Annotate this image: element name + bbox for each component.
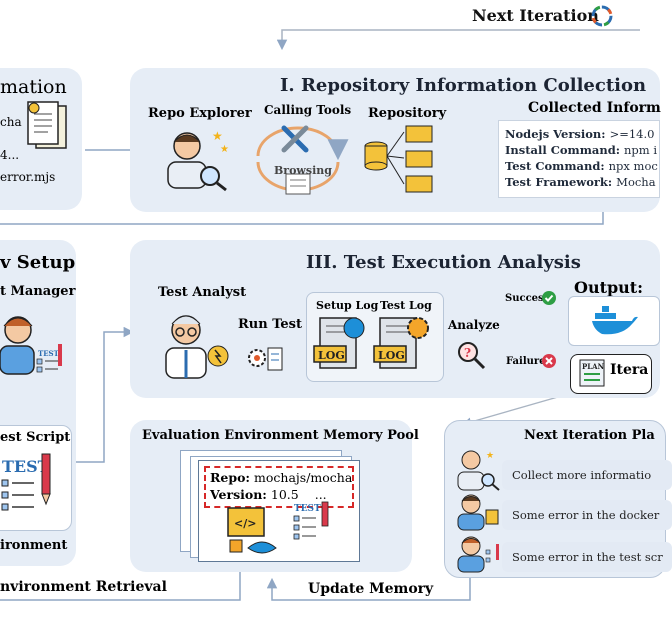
plan-badge: PLAN xyxy=(582,362,605,371)
update-memory-arrow xyxy=(266,577,471,601)
memory-test-icon: TEST xyxy=(293,501,329,540)
success-label: Success xyxy=(505,293,550,304)
repo-explorer-avatar-icon: ★ ★ xyxy=(167,129,229,192)
test-log-icon: LOG xyxy=(373,317,429,369)
field-test-framework: Test Framework: Mocha xyxy=(505,175,656,189)
memory-repo-line: Repo: mochajs/mocha xyxy=(210,470,353,485)
browsing-label: Browsing xyxy=(274,164,332,177)
memory-entry-highlight xyxy=(204,466,354,508)
next-iteration-loop-arrow xyxy=(276,29,640,51)
manager-test-badge: TEST xyxy=(38,349,60,358)
svg-text:★: ★ xyxy=(220,144,229,155)
svg-text:★: ★ xyxy=(486,451,494,461)
iteration-label: Itera xyxy=(610,362,649,378)
env-manager-avatar-icon: TEST xyxy=(0,316,62,375)
info-line-1: cha xyxy=(0,115,22,129)
svg-text:?: ? xyxy=(464,346,471,360)
analyze-magnifier-icon: ? xyxy=(458,342,486,370)
plan-item-2: Some error in the docker xyxy=(502,500,672,530)
memory-pool-title: Evaluation Environment Memory Pool xyxy=(142,428,419,443)
info-line-3: error.mjs xyxy=(0,170,56,184)
environment-retrieval-label: nvironment Retrieval xyxy=(0,579,167,595)
cycle-icon xyxy=(591,5,613,27)
plan-manager-avatar-icon xyxy=(457,494,499,531)
next-iteration-label: Next Iteration xyxy=(472,6,599,25)
failure-label: Failure xyxy=(506,356,546,367)
update-memory-label: Update Memory xyxy=(308,581,434,597)
docker-whale-icon xyxy=(592,306,638,335)
test-analysis-title: III. Test Execution Analysis xyxy=(306,252,581,273)
script-test-badge: TEST xyxy=(2,457,50,476)
run-test-label: Run Test xyxy=(238,317,303,332)
setup-log-badge: LOG xyxy=(318,349,345,362)
test-analyst-avatar-icon xyxy=(165,315,229,379)
plan-item-3: Some error in the test scr xyxy=(502,542,672,572)
collected-info-box xyxy=(498,120,660,198)
repository-label: Repository xyxy=(368,106,447,121)
test-log-badge: LOG xyxy=(378,349,405,362)
env-setup-footer: ironment xyxy=(0,538,68,553)
script-to-analysis-arrow xyxy=(70,326,135,463)
document-stack-icon xyxy=(27,101,67,149)
run-gears-icon xyxy=(248,347,283,371)
test-script-icon: TEST xyxy=(1,453,51,511)
collected-info-title: Collected Inform xyxy=(528,100,661,116)
output-label: Output: xyxy=(574,278,644,297)
env-setup-title: v Setup xyxy=(0,252,76,273)
repository-folders-icon xyxy=(364,125,433,193)
svg-text:</>: </> xyxy=(234,517,256,530)
plan-explorer-avatar-icon: ★ xyxy=(457,450,500,491)
setup-log-label: Setup Log xyxy=(316,299,379,312)
next-plan-title: Next Iteration Pla xyxy=(524,428,655,443)
repo-collection-title: I. Repository Information Collection xyxy=(280,75,647,96)
analyze-label: Analyze xyxy=(448,318,500,332)
retrieval-arrow xyxy=(0,560,241,601)
env-manager-label: t Manager xyxy=(0,284,76,299)
calling-tools-label: Calling Tools xyxy=(264,103,352,117)
test-log-label: Test Log xyxy=(380,299,432,312)
test-analyst-label: Test Analyst xyxy=(158,285,247,300)
plan-developer-avatar-icon xyxy=(457,536,499,573)
plan-clipboard-icon: PLAN xyxy=(579,359,605,387)
success-check-icon xyxy=(542,291,556,305)
repo-information-title: mation xyxy=(0,76,67,98)
field-nodejs-version: Nodejs Version: >=14.0 xyxy=(505,127,655,141)
test-script-card xyxy=(0,425,72,531)
repo-explorer-label: Repo Explorer xyxy=(148,106,252,121)
plan-item-1: Collect more informatio xyxy=(502,460,672,490)
memory-test-badge: TEST xyxy=(294,504,321,514)
diagram-canvas: Next Iteration mation cha 4... error.mjs… xyxy=(0,5,672,601)
memory-card-front xyxy=(198,460,360,562)
svg-text:★: ★ xyxy=(212,129,223,143)
memory-version-line: Version: 10.5 ... xyxy=(210,487,327,502)
tools-cycle-icon xyxy=(256,125,349,195)
code-window-icon: </> xyxy=(227,507,277,554)
field-test-command: Test Command: npx moc xyxy=(505,159,658,173)
info-line-2: 4... xyxy=(0,148,20,162)
test-script-label: est Script xyxy=(0,430,71,445)
failure-x-icon xyxy=(542,354,556,368)
setup-log-icon: LOG xyxy=(313,317,365,369)
field-install-command: Install Command: npm i xyxy=(505,143,658,157)
